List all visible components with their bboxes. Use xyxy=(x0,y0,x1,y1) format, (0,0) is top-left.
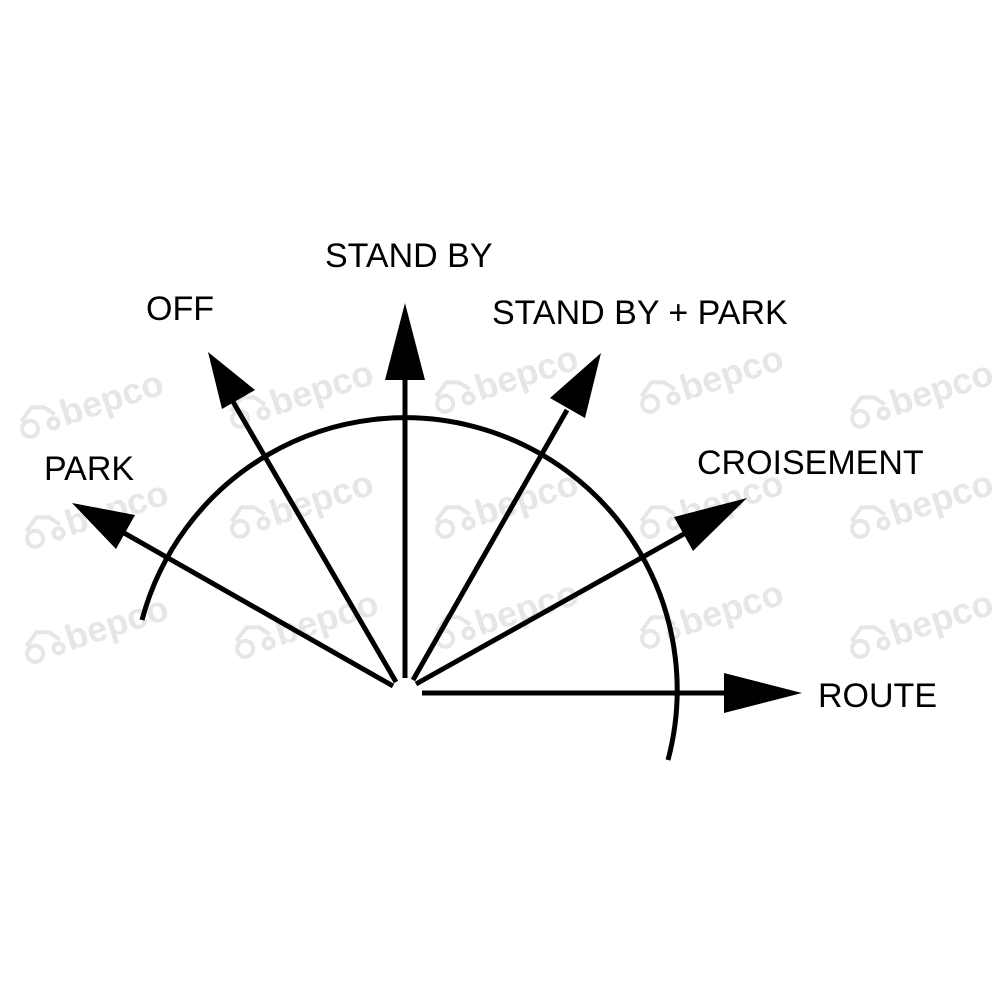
bepco-logo-watermark: bepco xyxy=(434,337,583,414)
watermark-text: bepco xyxy=(885,352,998,424)
watermark-text: bepco xyxy=(265,462,378,534)
label-off: OFF xyxy=(146,290,214,328)
watermark-text: bepco xyxy=(265,352,378,424)
arrow-off xyxy=(208,352,399,684)
switch-arc xyxy=(139,415,680,761)
label-park: PARK xyxy=(44,450,134,488)
label-route: ROUTE xyxy=(818,677,937,715)
label-croisement: CROISEMENT xyxy=(697,444,924,482)
pivot-point xyxy=(392,675,418,701)
bepco-logo-watermark: bepco xyxy=(849,352,998,429)
bepco-watermark-layer: bepco bepco bepco bepco bepco bepco bepco bepco… xyxy=(19,337,998,664)
watermark-text: bepco xyxy=(270,582,383,654)
watermark-text: bepco xyxy=(470,572,583,644)
label-stand-by: STAND BY xyxy=(325,237,493,275)
arrow-croisement xyxy=(414,498,747,687)
watermark-text: bepco xyxy=(55,362,168,434)
bepco-logo-watermark: bepco xyxy=(19,362,168,439)
watermark-text: bepco xyxy=(60,587,173,659)
arrow-route xyxy=(422,673,802,713)
bepco-logo-watermark: bepco xyxy=(849,582,998,659)
arrow-park xyxy=(72,503,395,689)
arrow-stand-by-park xyxy=(410,353,601,682)
bepco-logo-watermark: bepco xyxy=(434,462,583,539)
watermark-text: bepco xyxy=(885,582,998,654)
arrow-stand-by xyxy=(385,303,425,678)
bepco-logo-watermark: bepco xyxy=(639,337,788,414)
label-stand-by-park: STAND BY + PARK xyxy=(492,294,788,332)
watermark-text: bepco xyxy=(675,572,788,644)
bepco-logo-watermark: bepco xyxy=(229,462,378,539)
watermark-text: bepco xyxy=(675,337,788,409)
